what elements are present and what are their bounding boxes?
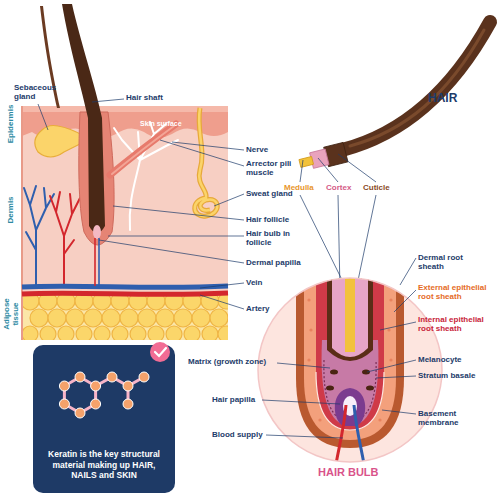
sweat-gland-inner <box>195 108 218 216</box>
papilla-vein <box>98 238 100 286</box>
leader-lines <box>262 258 416 438</box>
arrector-pili-muscle <box>110 124 176 175</box>
part-label: Dermal papilla <box>246 259 301 268</box>
part-label: Melanocyte <box>418 356 462 365</box>
hair-cross-section <box>298 142 348 173</box>
fat-cells <box>22 292 228 340</box>
part-label: Arrector pili muscle <box>246 160 298 178</box>
artery-tree <box>50 192 80 286</box>
strand-highlight <box>350 30 484 146</box>
part-label: Epidermis <box>7 105 16 144</box>
sweat-gland <box>195 108 218 216</box>
part-label: Basement membrane <box>418 410 474 428</box>
part-label: Adipose tissue <box>3 292 21 336</box>
part-label: Cuticle <box>363 184 390 193</box>
part-label: Cortex <box>326 184 351 193</box>
sebaceous-gland <box>35 126 84 158</box>
papilla-artery <box>94 238 96 286</box>
vein-band <box>22 286 228 287</box>
part-label: External epithelial root sheath <box>418 284 492 302</box>
block-edge <box>21 106 23 340</box>
part-label: HAIR <box>428 92 457 105</box>
hair-strand <box>342 22 490 150</box>
part-label: Dermal root sheath <box>418 254 480 272</box>
part-label: Artery <box>246 305 270 314</box>
nerve <box>114 122 178 230</box>
part-label: Skin surface <box>140 120 182 128</box>
info-text: Keratin is the key structural material m… <box>41 449 167 481</box>
part-label: Nerve <box>246 146 268 155</box>
part-label: Dermis <box>7 196 16 223</box>
part-label: Medulla <box>284 184 314 193</box>
dermal-papilla <box>93 225 101 239</box>
muscle-highlight <box>112 126 174 174</box>
part-label: Blood supply <box>212 431 263 440</box>
part-label: Stratum basale <box>418 372 475 381</box>
part-label: Hair shaft <box>126 94 163 103</box>
thin-hair <box>40 6 60 108</box>
part-label: Matrix (growth zone) <box>188 358 266 367</box>
part-label: Hair bulb in follicle <box>246 230 300 248</box>
artery-band <box>22 293 228 294</box>
leader-lines <box>300 154 376 290</box>
part-label: Internal epithelial root sheath <box>418 316 492 334</box>
part-label: Sebaceous gland <box>14 84 59 102</box>
part-label: Hair papilla <box>212 396 255 405</box>
part-label: Hair follicle <box>246 216 289 225</box>
vein-tree <box>24 186 54 286</box>
bulb-outline <box>258 278 442 462</box>
part-label: HAIR BULB <box>318 466 379 478</box>
leader-lines <box>38 99 244 309</box>
hair-shaft <box>62 4 105 233</box>
info-box: Keratin is the key structural material m… <box>33 345 175 493</box>
part-label: Vein <box>246 279 262 288</box>
